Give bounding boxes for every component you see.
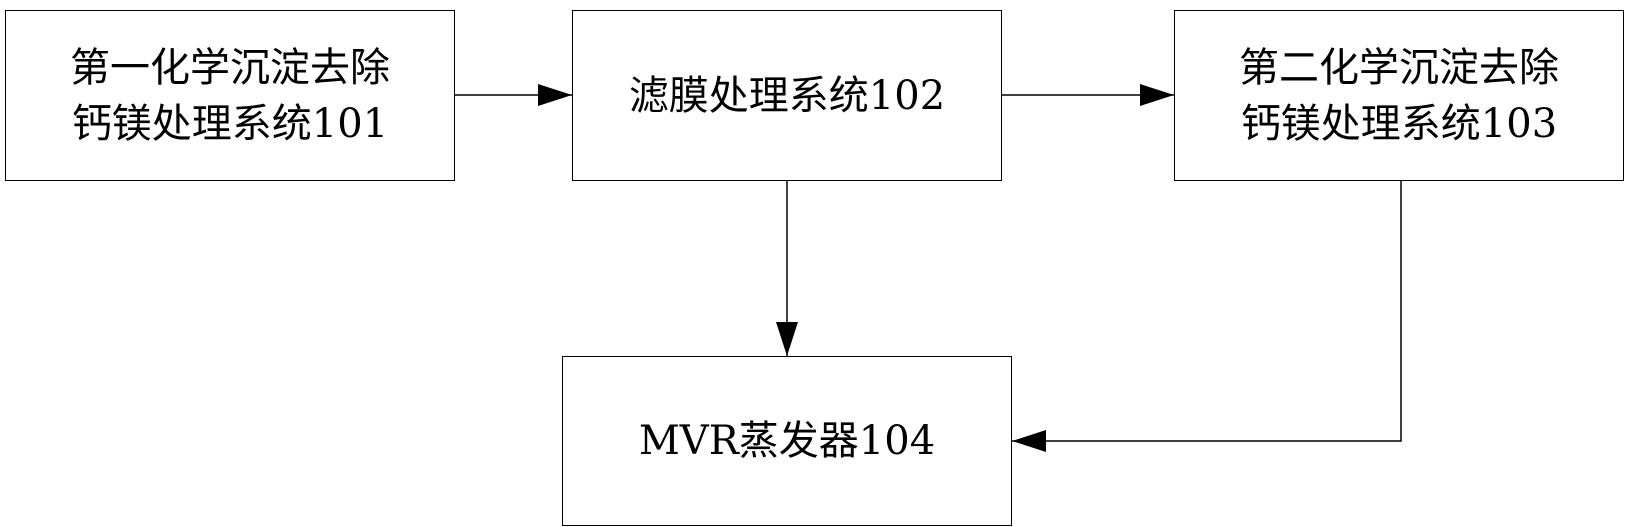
node-first-chemical-precipitation-system-101: 第一化学沉淀去除 钙镁处理系统101 bbox=[5, 10, 455, 181]
node-mvr-evaporator-104: MVR蒸发器104 bbox=[562, 356, 1012, 526]
node-second-chemical-precipitation-system-103: 第二化学沉淀去除 钙镁处理系统103 bbox=[1174, 10, 1624, 181]
node-membrane-filtration-system-102: 滤膜处理系统102 bbox=[572, 10, 1002, 181]
node-label-102: 滤膜处理系统102 bbox=[628, 72, 946, 119]
node-label-103: 第二化学沉淀去除 钙镁处理系统103 bbox=[1239, 44, 1559, 147]
edge-103-to-104 bbox=[1012, 181, 1402, 452]
node-label-104: MVR蒸发器104 bbox=[638, 418, 936, 464]
node-label-101: 第一化学沉淀去除 钙镁处理系统101 bbox=[70, 44, 390, 147]
